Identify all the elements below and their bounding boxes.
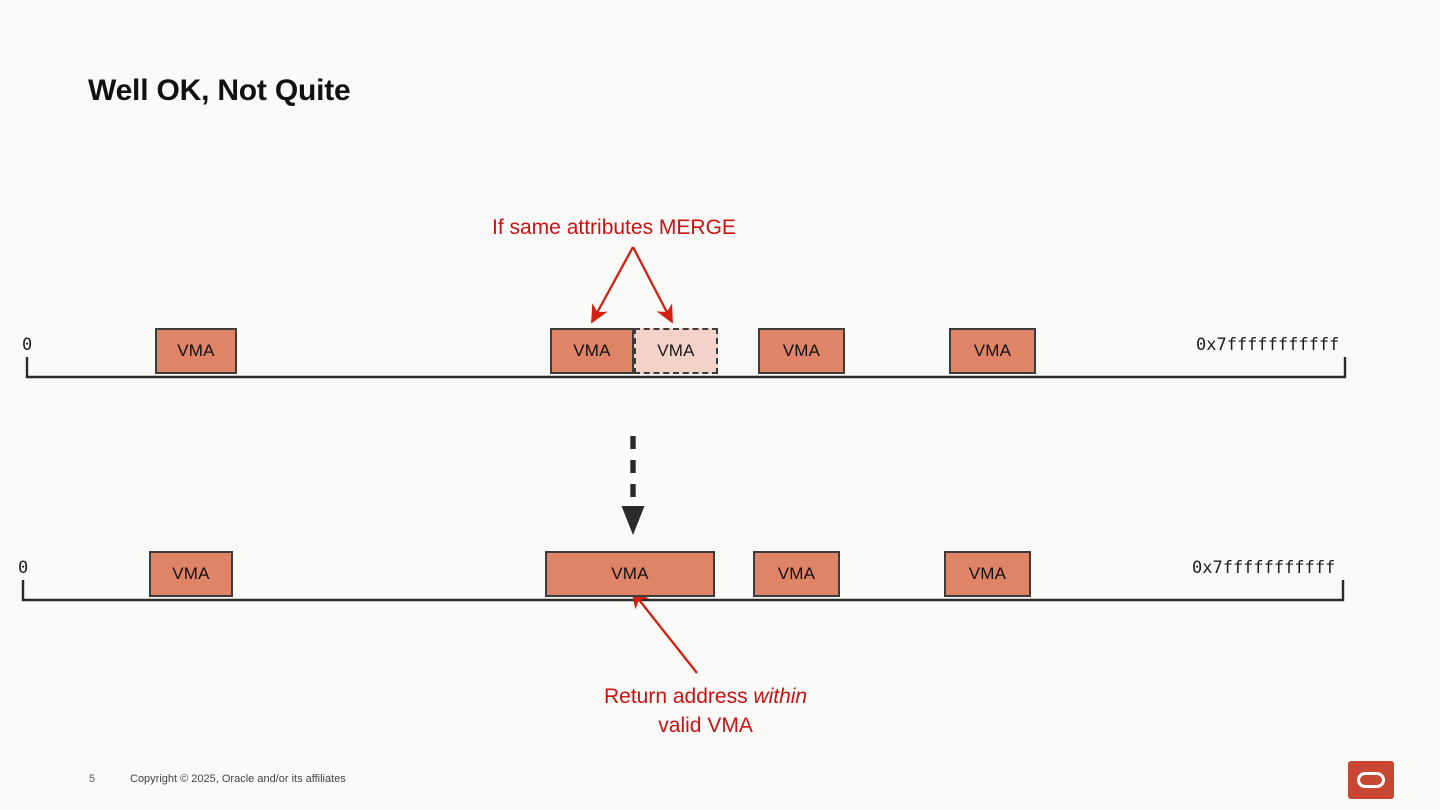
oracle-logo-ring-icon [1357,772,1385,788]
merge-annotation: If same attributes MERGE [492,216,736,239]
return-annotation-emphasis: within [753,685,808,708]
vma-block-label: VMA [657,341,695,360]
vma-block-top-5[interactable]: VMA [949,328,1036,374]
vma-block-bottom-1[interactable]: VMA [149,551,233,597]
oracle-logo [1348,761,1394,799]
vma-block-label: VMA [172,564,210,583]
vma-block-label: VMA [968,564,1007,583]
vma-block-label: VMA [782,341,821,360]
vma-block-label: VMA [177,341,215,360]
vma-block-top-1[interactable]: VMA [155,328,237,374]
vma-block-top-4[interactable]: VMA [758,328,845,374]
bottom-start-address-label: 0 [18,558,29,578]
vma-block-label: VMA [777,564,816,583]
vma-block-label: VMA [973,341,1012,360]
vma-block-label: VMA [611,564,649,583]
top-start-address-label: 0 [22,335,33,355]
vma-block-bottom-4[interactable]: VMA [944,551,1031,597]
top-end-address-label: 0x7fffffffffff [1196,335,1340,355]
vma-block-top-2[interactable]: VMA [550,328,634,374]
transition-down-arrow [621,436,645,535]
bottom-end-address-label: 0x7fffffffffff [1192,558,1336,578]
vma-block-bottom-2-merged[interactable]: VMA [545,551,715,597]
return-annotation-line1-prefix: Return address [604,685,754,708]
top-address-axis [25,357,1347,379]
footer-copyright: Copyright © 2025, Oracle and/or its affi… [130,773,346,785]
vma-block-top-3-new[interactable]: VMA [634,328,718,374]
return-address-annotation: Return address within valid VMA [604,682,807,740]
bottom-address-axis [21,580,1345,602]
page-title: Well OK, Not Quite [88,74,351,107]
return-annotation-line2: valid VMA [658,714,753,737]
return-address-pointer-arrow [630,589,698,674]
vma-block-bottom-3[interactable]: VMA [753,551,840,597]
footer-page-number: 5 [89,773,96,785]
merge-pointer-arrows [590,246,674,324]
vma-block-label: VMA [573,341,611,360]
